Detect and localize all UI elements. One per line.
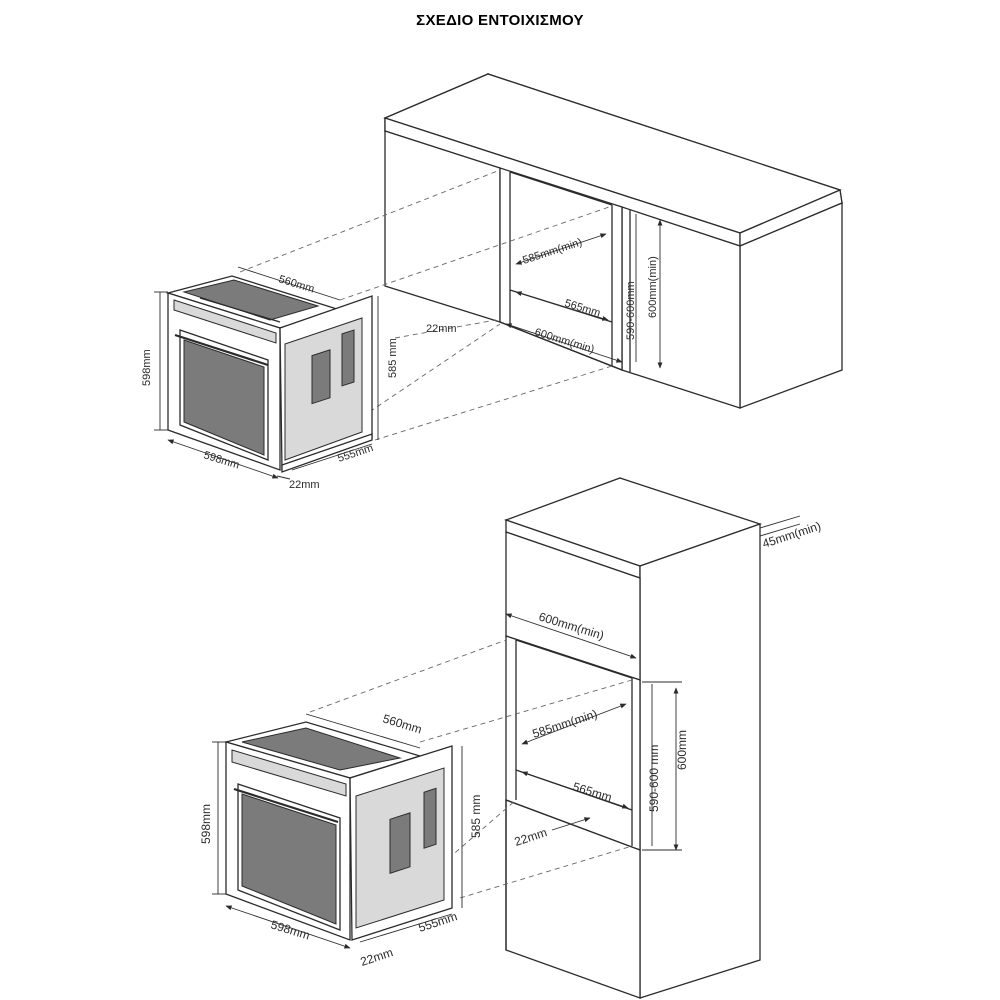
page-title: ΣΧΕΔΙΟ ΕΝΤΟΙΧΙΣΜΟΥ [416, 12, 584, 29]
top-cabinet [383, 73, 843, 409]
top-label-body-height: 585 mm [387, 338, 399, 378]
top-dimensions [154, 214, 663, 480]
bottom-label-oven-height: 598mm [199, 804, 213, 844]
bottom-oven [223, 721, 453, 941]
bottom-label-niche-height: 600mm [675, 730, 689, 770]
bottom-label-niche-height-range: 590-600 mm [647, 745, 661, 812]
top-oven [165, 275, 373, 473]
bottom-diagram: 560mm 598mm 598mm 22mm 555mm 585 mm 585m… [199, 477, 823, 999]
top-diagram: 560mm 598mm 598mm 22mm 555mm 585 mm 585m… [141, 73, 843, 491]
bottom-cabinet [504, 477, 763, 999]
top-label-front-thickness: 22mm [289, 479, 320, 491]
bottom-label-front-thickness: 22mm [359, 945, 395, 969]
top-projection-lines [239, 169, 613, 463]
bottom-label-vent-gap: 45mm(min) [761, 519, 823, 551]
bottom-label-oven-depth: 560mm [381, 711, 423, 736]
top-label-oven-height: 598mm [141, 349, 153, 386]
top-label-niche-height: 600mm(min) [647, 256, 659, 318]
top-label-gap: 22mm [426, 323, 457, 335]
bottom-label-body-height: 585 mm [469, 795, 483, 838]
top-label-niche-height-range: 590-600mm [625, 281, 637, 340]
bottom-dimensions [212, 515, 801, 949]
